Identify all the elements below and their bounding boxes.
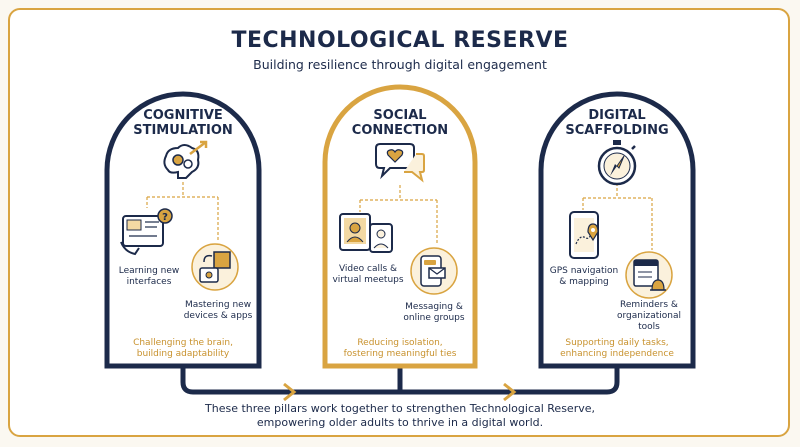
page-subtitle: Building resilience through digital enga… xyxy=(253,57,547,72)
arch-social xyxy=(322,84,478,369)
stopwatch-compass-icon xyxy=(597,140,637,186)
arrow-right xyxy=(503,382,517,402)
brain-gears-icon xyxy=(163,140,208,179)
chat-heart-icon xyxy=(375,143,425,183)
messaging-icon xyxy=(410,247,458,295)
puzzle-device-icon xyxy=(191,243,239,291)
item-label-mastering-devices: Mastering new devices & apps xyxy=(183,300,253,321)
item-label-learning-interfaces: Learning new interfaces xyxy=(118,266,180,287)
tagline-social: Reducing isolation, fostering meaningful… xyxy=(343,338,457,359)
arch-cognitive xyxy=(104,91,262,369)
tagline-digital: Supporting daily tasks, enhancing indepe… xyxy=(560,338,674,359)
tagline-cognitive: Challenging the brain, building adaptabi… xyxy=(133,338,233,359)
item-label-messaging: Messaging & online groups xyxy=(403,302,465,323)
item-label-gps-navigation: GPS navigation & mapping xyxy=(549,266,619,287)
item-label-reminders: Reminders & organizational tools xyxy=(617,300,681,332)
arrow-left xyxy=(283,382,297,402)
video-call-icon xyxy=(339,213,393,253)
footer-text: These three pillars work together to str… xyxy=(205,402,595,429)
arch-digital xyxy=(538,91,696,369)
pillar-title-social: SOCIAL CONNECTION xyxy=(351,108,449,138)
svg-text:?: ? xyxy=(162,212,168,223)
pillar-title-cognitive: COGNITIVE STIMULATION xyxy=(133,108,233,138)
page-title: TECHNOLOGICAL RESERVE xyxy=(231,28,569,53)
tablet-interface-icon: ? xyxy=(120,208,173,256)
calendar-bell-icon xyxy=(625,251,673,299)
gps-phone-icon xyxy=(569,211,599,259)
item-label-video-calls: Video calls & virtual meetups xyxy=(332,264,404,285)
pillar-title-digital: DIGITAL SCAFFOLDING xyxy=(565,108,669,138)
